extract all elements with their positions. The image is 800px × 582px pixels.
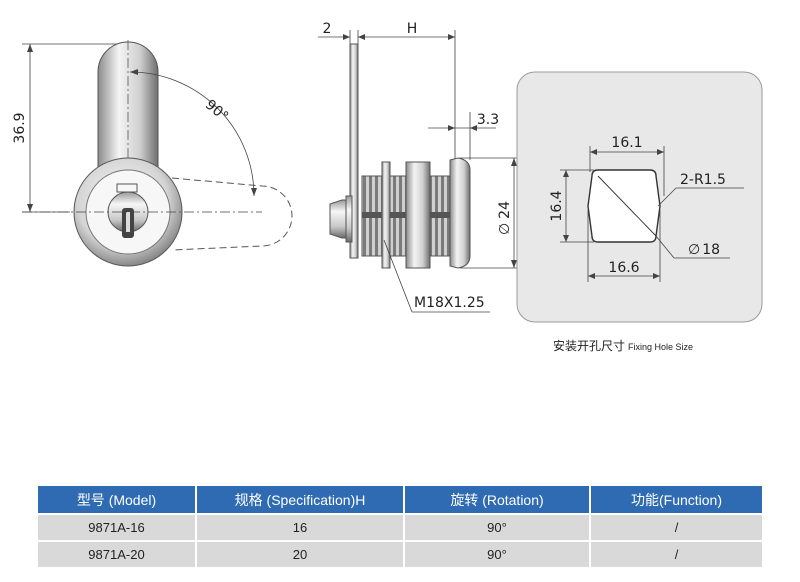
cell-rotation: 90°	[404, 513, 591, 541]
cell-spec: 16	[196, 513, 405, 541]
header-model: 型号 (Model)	[38, 486, 197, 514]
fixing-hole-panel: 16.1 16.4 16.6 2-R1.5 ∅18	[516, 71, 763, 323]
hole-width-bottom-dim: 16.6	[608, 260, 639, 276]
gap-dim: 3.3	[477, 112, 499, 128]
caption-zh: 安装开孔尺寸	[553, 339, 626, 353]
thread-spec-dim: M18X1.25	[414, 295, 485, 311]
cell-function: /	[590, 513, 762, 541]
cell-spec: 20	[196, 540, 405, 567]
spec-h-dim: H	[407, 21, 418, 37]
body-diameter-dim: 24	[497, 201, 513, 219]
hole-width-top-dim: 16.1	[611, 135, 642, 151]
side-view: 2 H 3.3 ∅ 24 M18X1.25	[318, 21, 522, 313]
diameter-symbol: ∅	[497, 223, 513, 235]
rotation-angle-dim: 90°	[202, 97, 231, 125]
plate-thickness-dim: 2	[323, 21, 332, 37]
cell-function: /	[590, 540, 762, 567]
header-function: 功能(Function)	[590, 486, 762, 514]
hole-diameter-dim: 18	[702, 242, 720, 258]
spec-table: 型号 (Model) 规格 (Specification)H 旋转 (Rotat…	[38, 486, 762, 567]
cell-rotation: 90°	[404, 540, 591, 567]
front-height-dim: 36.9	[12, 112, 28, 143]
table-row: 9871A-16 16 90° /	[38, 513, 762, 541]
technical-drawing: 36.9 90° 2 H	[12, 21, 763, 323]
header-rotation: 旋转 (Rotation)	[404, 486, 591, 514]
diameter-symbol: ∅	[688, 242, 700, 258]
hole-height-dim: 16.4	[549, 190, 565, 221]
table-header-row: 型号 (Model) 规格 (Specification)H 旋转 (Rotat…	[38, 486, 762, 514]
svg-text:∅18: ∅18	[688, 242, 720, 258]
corner-radius-dim: 2-R1.5	[680, 172, 726, 188]
cell-model: 9871A-16	[38, 513, 197, 541]
front-view: 36.9 90°	[12, 40, 293, 267]
caption-en: Fixing Hole Size	[628, 342, 694, 352]
header-specification: 规格 (Specification)H	[196, 486, 405, 514]
cell-model: 9871A-20	[38, 540, 197, 567]
svg-text:∅24: ∅ 24	[497, 201, 513, 235]
table-row: 9871A-20 20 90° /	[38, 540, 762, 567]
